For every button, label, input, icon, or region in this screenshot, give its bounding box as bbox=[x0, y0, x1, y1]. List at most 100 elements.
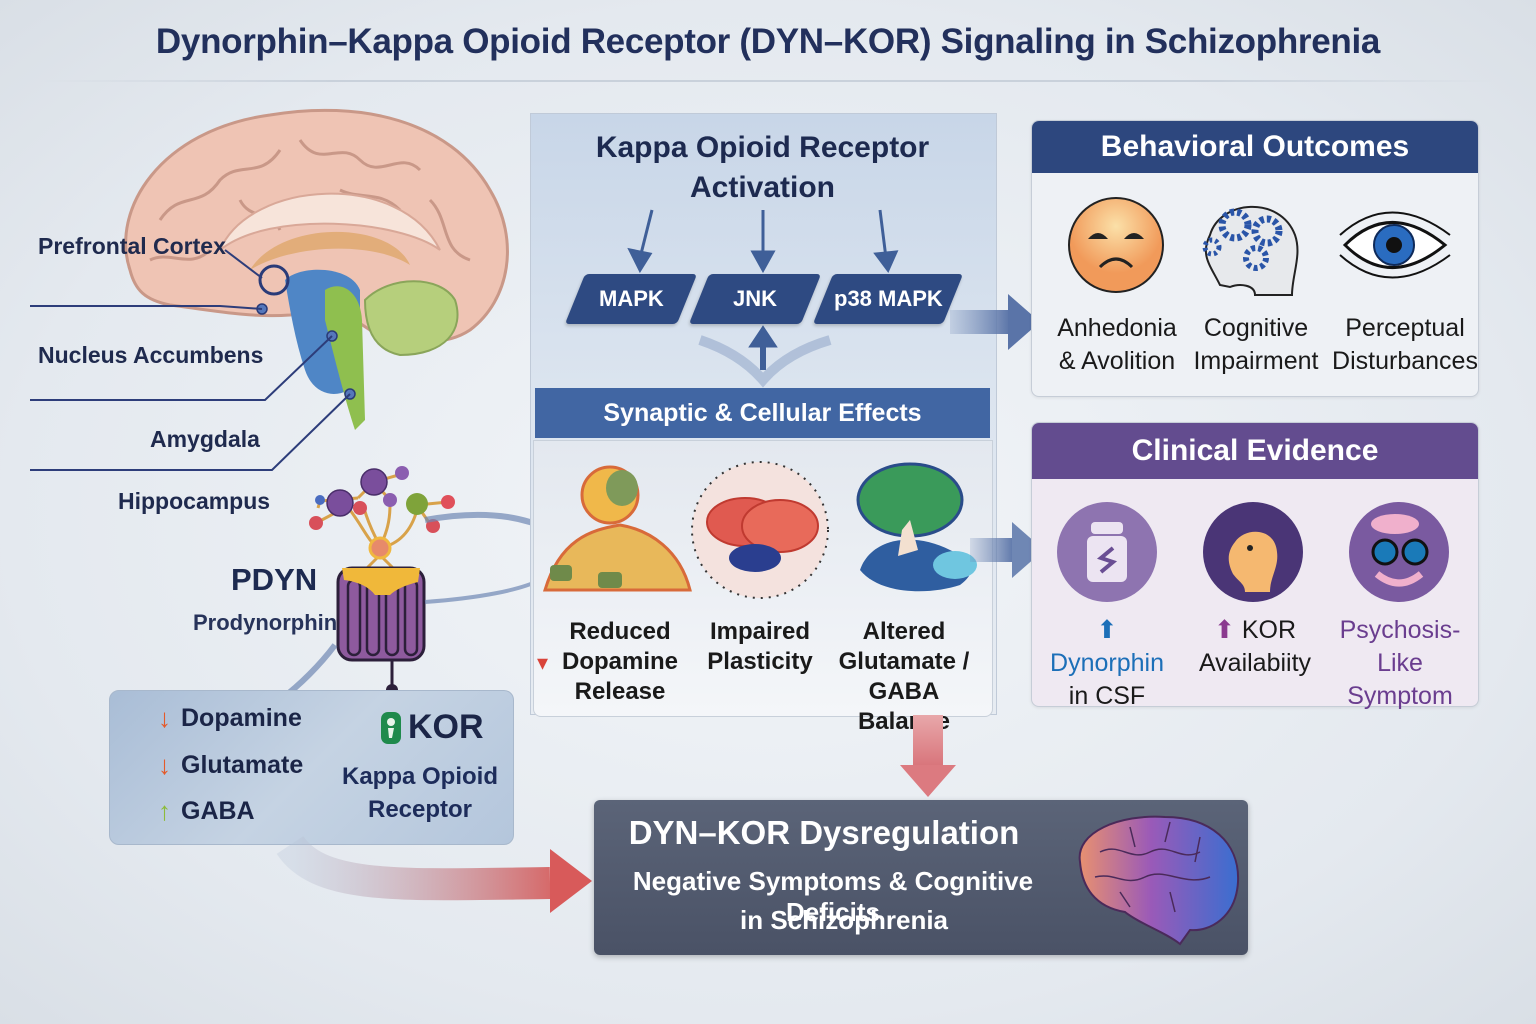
molecule-atom bbox=[353, 501, 367, 515]
kor-sublabel-line1: Kappa Opioid bbox=[342, 763, 498, 790]
kor-sublabel-line2: Receptor bbox=[367, 796, 473, 823]
leader-amygdala bbox=[30, 335, 333, 401]
title-divider bbox=[40, 80, 1496, 82]
sad-face-icon bbox=[1068, 197, 1164, 293]
leader-accumbens bbox=[30, 305, 263, 310]
arrow-down-icon: ↓ bbox=[158, 703, 171, 733]
pdyn-label: PDYN bbox=[231, 562, 318, 597]
eye-icon bbox=[1339, 211, 1451, 279]
thalamus bbox=[250, 231, 410, 270]
evidence-line: in CSF bbox=[1068, 682, 1146, 710]
behavioral-icons bbox=[1068, 197, 1451, 296]
molecule-atom bbox=[326, 489, 354, 517]
kor-sublabel: Kappa Opioid Receptor bbox=[330, 760, 510, 826]
kinase-arrows bbox=[627, 209, 899, 388]
effect-line: Reduced bbox=[569, 618, 671, 645]
kinase-label: JNK bbox=[732, 286, 777, 311]
region-label-amygdala: Amygdala bbox=[150, 426, 260, 452]
right-connector-arrows bbox=[950, 294, 1044, 578]
dysregulation-subtitle-line1: Negative Symptoms & Cognitive Deficits bbox=[632, 866, 1034, 927]
page-title: Dynorphin–Kappa Opioid Receptor (DYN–KOR… bbox=[155, 22, 1381, 61]
evidence-line: Availabiity bbox=[1198, 649, 1312, 677]
molecule-atom bbox=[406, 493, 428, 515]
molecule-atom bbox=[383, 493, 397, 507]
outcome-line: Disturbances bbox=[1332, 347, 1478, 375]
evidence-kor-availability: ⬆ KOR Availabiity bbox=[1190, 614, 1320, 680]
effect-line: Glutamate / bbox=[838, 648, 970, 675]
molecule-atom bbox=[360, 468, 388, 496]
nt-label: GABA bbox=[181, 797, 255, 825]
prefrontal-marker bbox=[258, 264, 290, 296]
cerebellum bbox=[363, 280, 459, 357]
colored-brain-icon bbox=[1078, 815, 1240, 946]
kor-label: KOR bbox=[408, 708, 484, 746]
head-profile-icon bbox=[1203, 502, 1303, 602]
leader-prefrontal bbox=[224, 249, 263, 279]
nt-label: Glutamate bbox=[181, 751, 304, 779]
kinase-mapk: MAPK bbox=[564, 274, 698, 324]
region-leader-lines bbox=[30, 249, 351, 471]
vial-icon bbox=[1057, 502, 1157, 602]
dopamine-release-icon bbox=[542, 465, 692, 592]
plasticity-icon bbox=[691, 461, 829, 599]
arrow-down-icon: ↓ bbox=[158, 750, 171, 780]
arrow-up-icon: ⬆ bbox=[1213, 616, 1235, 644]
synaptic-effects-header: Synaptic & Cellular Effects bbox=[535, 388, 990, 438]
outcome-line: & Avolition bbox=[1058, 347, 1176, 375]
decrease-marker-icon: ▾ bbox=[537, 650, 549, 675]
brain-sagittal-illustration bbox=[124, 108, 509, 430]
molecule-atom bbox=[426, 519, 440, 533]
kor-activation-title: Kappa Opioid Receptor Activation bbox=[530, 128, 995, 208]
region-label-hippocampus: Hippocampus bbox=[118, 488, 271, 514]
dysregulation-title: DYN–KOR Dysregulation bbox=[628, 814, 1020, 851]
molecule-atom bbox=[315, 495, 325, 505]
effect-line: Dopamine bbox=[561, 648, 678, 675]
nt-label: Dopamine bbox=[181, 704, 302, 732]
ligand-atom bbox=[368, 536, 392, 560]
outcome-perceptual-disturbances: Perceptual Disturbances bbox=[1330, 312, 1480, 378]
receptor-connector-arrows bbox=[278, 511, 558, 703]
psychosis-face-icon bbox=[1349, 502, 1449, 602]
effect-impaired-plasticity: Impaired Plasticity bbox=[700, 617, 820, 677]
effect-reduced-dopamine: Reduced Dopamine Release bbox=[560, 617, 680, 707]
kinase-label: p38 MAPK bbox=[833, 286, 943, 311]
head-gears-icon bbox=[1202, 205, 1299, 296]
kor-label-row: KOR bbox=[380, 708, 484, 747]
kor-activation-title-line2: Activation bbox=[689, 171, 836, 204]
molecule-atom bbox=[395, 466, 409, 480]
outcome-line: Cognitive bbox=[1203, 314, 1309, 342]
evidence-line: Dynorphin bbox=[1050, 649, 1164, 677]
outcome-line: Anhedonia bbox=[1057, 314, 1177, 342]
clinical-evidence-header: Clinical Evidence bbox=[1032, 423, 1478, 479]
dysregulation-arrows bbox=[276, 715, 956, 913]
nt-row-glutamate: ↓ Glutamate bbox=[158, 750, 303, 781]
glutamate-gaba-balance-icon bbox=[856, 462, 977, 592]
outcome-cognitive-impairment: Cognitive Impairment bbox=[1188, 312, 1324, 378]
region-label-nucleus-accumbens: Nucleus Accumbens bbox=[38, 342, 264, 368]
neurotransmitter-effects-box bbox=[109, 690, 514, 845]
outcome-line: Perceptual bbox=[1345, 314, 1465, 342]
effect-line: Release bbox=[574, 678, 666, 705]
arrow-up-icon: ⬆ bbox=[1096, 616, 1118, 644]
clinical-icons bbox=[1057, 502, 1449, 602]
evidence-line: KOR bbox=[1241, 616, 1297, 644]
molecule-atom bbox=[441, 495, 455, 509]
evidence-line: Like Symptom bbox=[1347, 649, 1453, 710]
behavioral-outcomes-header: Behavioral Outcomes bbox=[1032, 121, 1478, 173]
gyri bbox=[149, 139, 471, 262]
kor-activation-title-line1: Kappa Opioid Receptor bbox=[595, 131, 930, 164]
synaptic-effect-illustrations bbox=[542, 461, 977, 599]
pdyn-sublabel: Prodynorphin bbox=[193, 610, 338, 635]
nt-row-gaba: ↑ GABA bbox=[158, 796, 255, 827]
evidence-psychosis-like: Psychosis- Like Symptom bbox=[1326, 614, 1474, 713]
dysregulation-subtitle-line2: in Schizophrenia bbox=[739, 905, 949, 935]
molecule-atom bbox=[309, 516, 323, 530]
evidence-line: Psychosis- bbox=[1339, 616, 1461, 644]
effect-line: Plasticity bbox=[707, 648, 813, 675]
kinase-label: MAPK bbox=[598, 286, 664, 311]
evidence-dynorphin-csf: ⬆ Dynorphin in CSF bbox=[1040, 614, 1174, 713]
corpus-callosum bbox=[219, 192, 441, 251]
nt-row-dopamine: ↓ Dopamine bbox=[158, 703, 302, 734]
kor-receptor-badge-icon bbox=[381, 711, 401, 744]
kinase-jnk: JNK bbox=[688, 274, 822, 324]
